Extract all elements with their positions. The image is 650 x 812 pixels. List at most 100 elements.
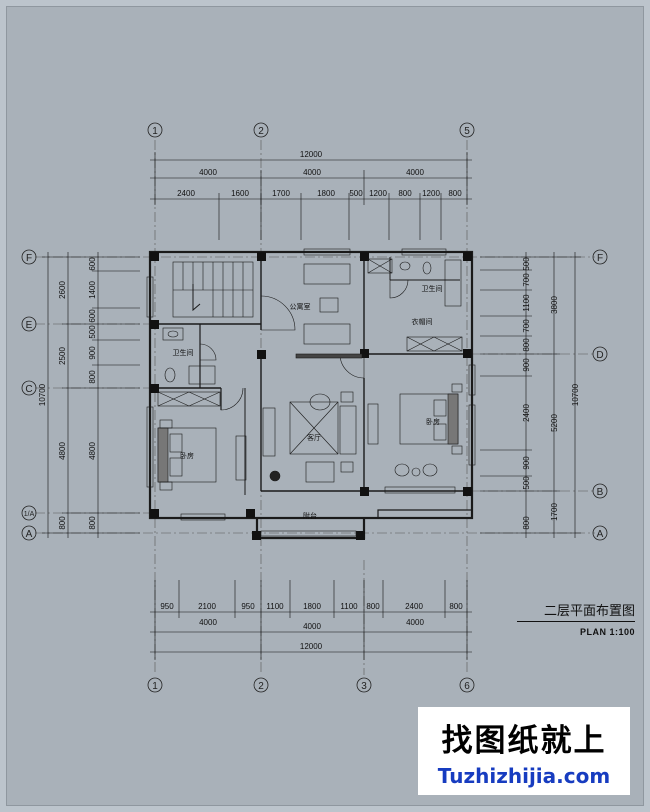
axis-top-2: 2 [258, 126, 264, 137]
dim-left-d1: 600 [88, 257, 97, 271]
dim-right-mid-1: 3800 [550, 296, 559, 314]
dim-left-mid-1: 2600 [58, 281, 67, 299]
axis-left-1: F [26, 253, 32, 264]
walls [148, 250, 474, 540]
dim-top-d4: 1800 [317, 189, 335, 198]
dim-bot-total: 12000 [300, 642, 323, 651]
dim-top-mid-3: 4000 [406, 168, 424, 177]
dim-right-d7: 2400 [522, 404, 531, 422]
dim-top-d8: 1200 [422, 189, 440, 198]
dim-bot-mid-1: 4000 [199, 618, 217, 627]
dim-left-mid-3: 4800 [58, 442, 67, 460]
axis-top-1: 1 [152, 126, 158, 137]
dim-right-mid-3: 1700 [550, 503, 559, 521]
room-bed-left: 卧房 [180, 451, 194, 460]
axis-left-5: A [26, 529, 33, 540]
dim-bot-d3: 950 [241, 602, 255, 611]
dim-right-total: 10700 [571, 383, 580, 406]
dim-bot-mid-3: 4000 [406, 618, 424, 627]
drawing-sheet [6, 6, 644, 806]
axis-bottom-3: 3 [361, 681, 367, 692]
dim-right-d5: 800 [522, 338, 531, 352]
dim-left-d3: 600 [88, 309, 97, 323]
dim-bot-d5: 1800 [303, 602, 321, 611]
room-closet: 衣帽间 [412, 317, 433, 326]
title-block: 二层平面布置图 PLAN 1:100 [517, 600, 635, 637]
dim-top-mid-1: 4000 [199, 168, 217, 177]
office-furniture [295, 263, 363, 359]
dim-bot-d9: 800 [449, 602, 463, 611]
dimension-lines [42, 152, 581, 660]
dim-top-d3: 1700 [272, 189, 290, 198]
living-furniture [262, 391, 357, 483]
dim-bot-mid-2: 4000 [303, 622, 321, 631]
dim-bot-d6: 1100 [340, 602, 358, 611]
dim-left-mid-4: 800 [58, 516, 67, 530]
bed-left-furniture [157, 419, 247, 491]
bed-right-furniture [367, 383, 463, 477]
closet-furniture [367, 258, 463, 352]
dim-top-d5: 500 [349, 189, 363, 198]
dim-left-d8: 800 [88, 516, 97, 530]
axis-top-3: 5 [464, 126, 470, 137]
plan-scale: PLAN 1:100 [579, 627, 635, 637]
dim-right-d4: 700 [522, 319, 531, 333]
dim-right-d3: 1100 [522, 294, 531, 312]
room-bed-right: 卧房 [426, 417, 440, 426]
axis-right-3: B [597, 487, 604, 498]
plan-title: 二层平面布置图 [517, 600, 635, 622]
axis-right-4: A [597, 529, 604, 540]
axis-left-3: C [25, 384, 32, 395]
dim-left-d2: 1400 [88, 281, 97, 299]
axis-right-1: F [597, 253, 603, 264]
dim-bot-d7: 800 [366, 602, 380, 611]
room-office: 公寓室 [290, 302, 311, 311]
dim-bot-d4: 1100 [266, 602, 284, 611]
columns [150, 252, 472, 540]
axis-right-2: D [596, 350, 603, 361]
room-living: 客厅 [307, 433, 321, 442]
watermark-en: Tuzhizhijia.com [437, 763, 611, 788]
dim-right-d2: 700 [522, 273, 531, 287]
room-wc-left: 卫生间 [173, 348, 194, 357]
dim-right-d6: 900 [522, 358, 531, 372]
axis-bottom-4: 6 [464, 681, 470, 692]
dim-right-d8: 900 [522, 456, 531, 470]
dim-top-d1: 2400 [177, 189, 195, 198]
dim-top-total: 12000 [300, 150, 323, 159]
watermark: 找图纸就上 Tuzhizhijia.com [418, 707, 630, 795]
dim-top-mid-2: 4000 [303, 168, 321, 177]
dim-left-d4: 500 [88, 325, 97, 339]
dim-bot-d8: 2400 [405, 602, 423, 611]
axis-bottom-2: 2 [258, 681, 264, 692]
axis-bubbles [21, 122, 608, 693]
dim-left-d7: 4800 [88, 442, 97, 460]
dim-bot-d2: 2100 [198, 602, 216, 611]
dim-left-total: 10700 [38, 383, 47, 406]
dim-right-d10: 800 [522, 516, 531, 530]
dim-bot-d1: 950 [160, 602, 174, 611]
room-terrace: 附台 [303, 511, 317, 520]
staircase [172, 261, 254, 318]
dim-top-d6: 1200 [369, 189, 387, 198]
dims-left: 10700 2600 2500 4800 800 600 1400 600 50… [38, 257, 97, 530]
room-wc-right: 卫生间 [422, 284, 443, 293]
axis-labels: 1 2 5 1 2 3 6 F E C 1/A A F D B A [24, 126, 604, 692]
dims-bottom: 950 2100 950 1100 1800 1100 800 2400 800… [160, 602, 463, 651]
dim-right-d9: 500 [522, 476, 531, 490]
axis-left-2: E [26, 320, 33, 331]
dim-top-d7: 800 [398, 189, 412, 198]
terrace-rail [260, 530, 357, 537]
wc-left-fixtures [157, 327, 221, 407]
doors [199, 279, 409, 411]
dim-left-d5: 900 [88, 346, 97, 360]
dims-right: 500 700 1100 700 800 900 2400 900 500 80… [522, 257, 580, 530]
dim-top-d2: 1600 [231, 189, 249, 198]
dim-right-d1: 500 [522, 257, 531, 271]
windows [146, 248, 476, 521]
dim-left-d6: 800 [88, 370, 97, 384]
axis-left-4: 1/A [24, 511, 35, 518]
axis-bottom-1: 1 [152, 681, 158, 692]
room-labels: 公寓室 卫生间 卫生间 衣帽间 卧房 卧房 客厅 附台 [173, 284, 443, 520]
